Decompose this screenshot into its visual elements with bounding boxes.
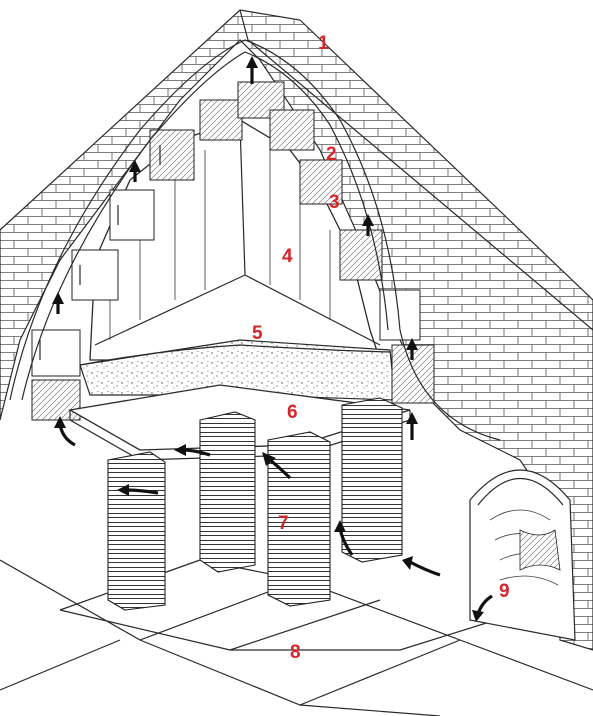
label-1: 1	[318, 33, 329, 54]
label-3: 3	[329, 192, 340, 213]
label-9: 9	[499, 581, 510, 602]
label-4: 4	[282, 246, 293, 267]
label-5: 5	[252, 323, 263, 344]
label-7: 7	[278, 513, 289, 534]
airflow-arrows	[52, 56, 493, 622]
firebox-arch	[469, 469, 576, 641]
label-2: 2	[326, 144, 337, 165]
label-8: 8	[290, 642, 301, 663]
label-6: 6	[287, 402, 298, 423]
outer-shell-curve	[9, 39, 501, 441]
number-labels: 1 2 3 4 5 6 7 8 9	[252, 33, 510, 663]
